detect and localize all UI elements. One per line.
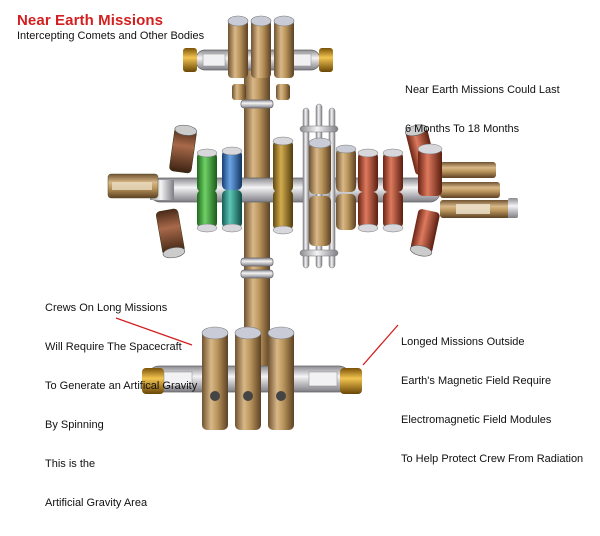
note-line: Electromagnetic Field Modules (401, 414, 583, 427)
shielding-leader-line (363, 325, 398, 365)
note-line: Artificial Gravity Area (45, 497, 197, 510)
note-line: By Spinning (45, 419, 197, 432)
note-line: Crews On Long Missions (45, 302, 197, 315)
page-title: Near Earth Missions (17, 12, 163, 29)
note-line: Longed Missions Outside (401, 336, 583, 349)
page-subtitle: Intercepting Comets and Other Bodies (17, 30, 204, 42)
gravity-note: Crews On Long Missions Will Require The … (45, 276, 197, 536)
note-line: 6 Months To 18 Months (405, 123, 560, 136)
spacecraft-diagram: Near Earth Missions Intercepting Comets … (0, 0, 600, 494)
left-side-module (108, 174, 158, 198)
olive-modules (273, 137, 293, 234)
note-line: To Generate an Artifical Gravity (45, 380, 197, 393)
duration-note: Near Earth Missions Could Last 6 Months … (405, 58, 560, 162)
note-line: To Help Protect Crew From Radiation (401, 453, 583, 466)
shielding-note: Longed Missions Outside Earth's Magnetic… (401, 310, 583, 492)
note-line: Earth's Magnetic Field Require (401, 375, 583, 388)
note-line: This is the (45, 458, 197, 471)
note-line: Will Require The Spacecraft (45, 341, 197, 354)
gravity-habitat-modules (202, 327, 294, 430)
note-line: Near Earth Missions Could Last (405, 84, 560, 97)
